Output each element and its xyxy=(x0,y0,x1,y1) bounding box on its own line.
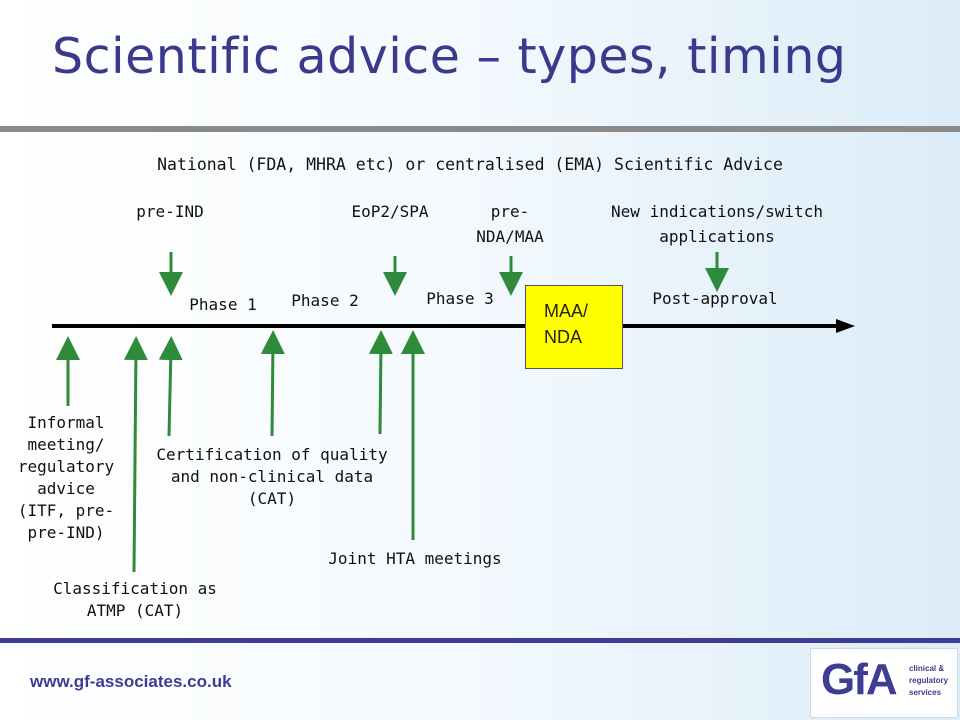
logo-word-3: services xyxy=(909,688,942,697)
label-eop2-spa: EoP2/SPA xyxy=(351,202,429,221)
footer-divider xyxy=(0,638,960,643)
maa-nda-line1: MAA/ xyxy=(544,301,589,321)
arrow-certification-left xyxy=(158,336,183,437)
arrow-classification xyxy=(123,336,148,573)
informal-line-5: (ITF, pre- xyxy=(17,501,115,520)
label-new-indications-line2: applications xyxy=(659,227,775,246)
logo-word-1: clinical & xyxy=(909,664,945,673)
arrow-certification-phase2 xyxy=(368,330,393,435)
phase-2-label: Phase 2 xyxy=(291,291,359,310)
phase-1-label: Phase 1 xyxy=(189,295,257,314)
informal-line-3: regulatory xyxy=(17,457,115,476)
post-approval-label: Post-approval xyxy=(652,289,778,308)
classification-line-1: Classification as xyxy=(53,579,217,598)
certification-label: Certification of quality and non-clinica… xyxy=(148,444,396,510)
timeline-arrowhead xyxy=(836,319,855,333)
informal-line-6: pre-IND) xyxy=(27,523,105,542)
subtitle: National (FDA, MHRA etc) or centralised … xyxy=(157,155,783,174)
logo-words: clinical & regulatory services xyxy=(909,663,948,699)
maa-nda-milestone-box: MAA/ NDA xyxy=(525,285,623,369)
website-link[interactable]: www.gf-associates.co.uk xyxy=(30,672,232,691)
certification-line-3: (CAT) xyxy=(247,489,297,508)
certification-line-1: Certification of quality xyxy=(156,445,388,464)
classification-label: Classification as ATMP (CAT) xyxy=(40,578,230,622)
label-pre-ind: pre-IND xyxy=(136,202,204,221)
label-pre-nda-line2: NDA/MAA xyxy=(476,227,544,246)
phase-3-label: Phase 3 xyxy=(426,289,494,308)
label-pre-nda-line1: pre- xyxy=(490,202,530,221)
title-divider xyxy=(0,126,960,132)
maa-nda-line2: NDA xyxy=(544,327,583,347)
logo-word-2: regulatory xyxy=(909,676,949,685)
company-logo: GfA clinical & regulatory services xyxy=(810,648,958,718)
joint-hta-label: Joint HTA meetings xyxy=(328,549,502,568)
informal-line-2: meeting/ xyxy=(27,435,105,454)
informal-line-4: advice xyxy=(37,479,95,498)
label-new-indications-line1: New indications/switch xyxy=(611,202,823,221)
logo-mark: GfA xyxy=(821,655,898,704)
page-title: Scientific advice – types, timing xyxy=(52,28,847,85)
classification-line-2: ATMP (CAT) xyxy=(86,601,184,620)
informal-meeting-label: Informal meeting/ regulatory advice (ITF… xyxy=(0,412,132,544)
certification-line-2: and non-clinical data xyxy=(170,467,374,486)
informal-line-1: Informal xyxy=(27,413,105,432)
arrow-certification-right xyxy=(260,330,285,437)
